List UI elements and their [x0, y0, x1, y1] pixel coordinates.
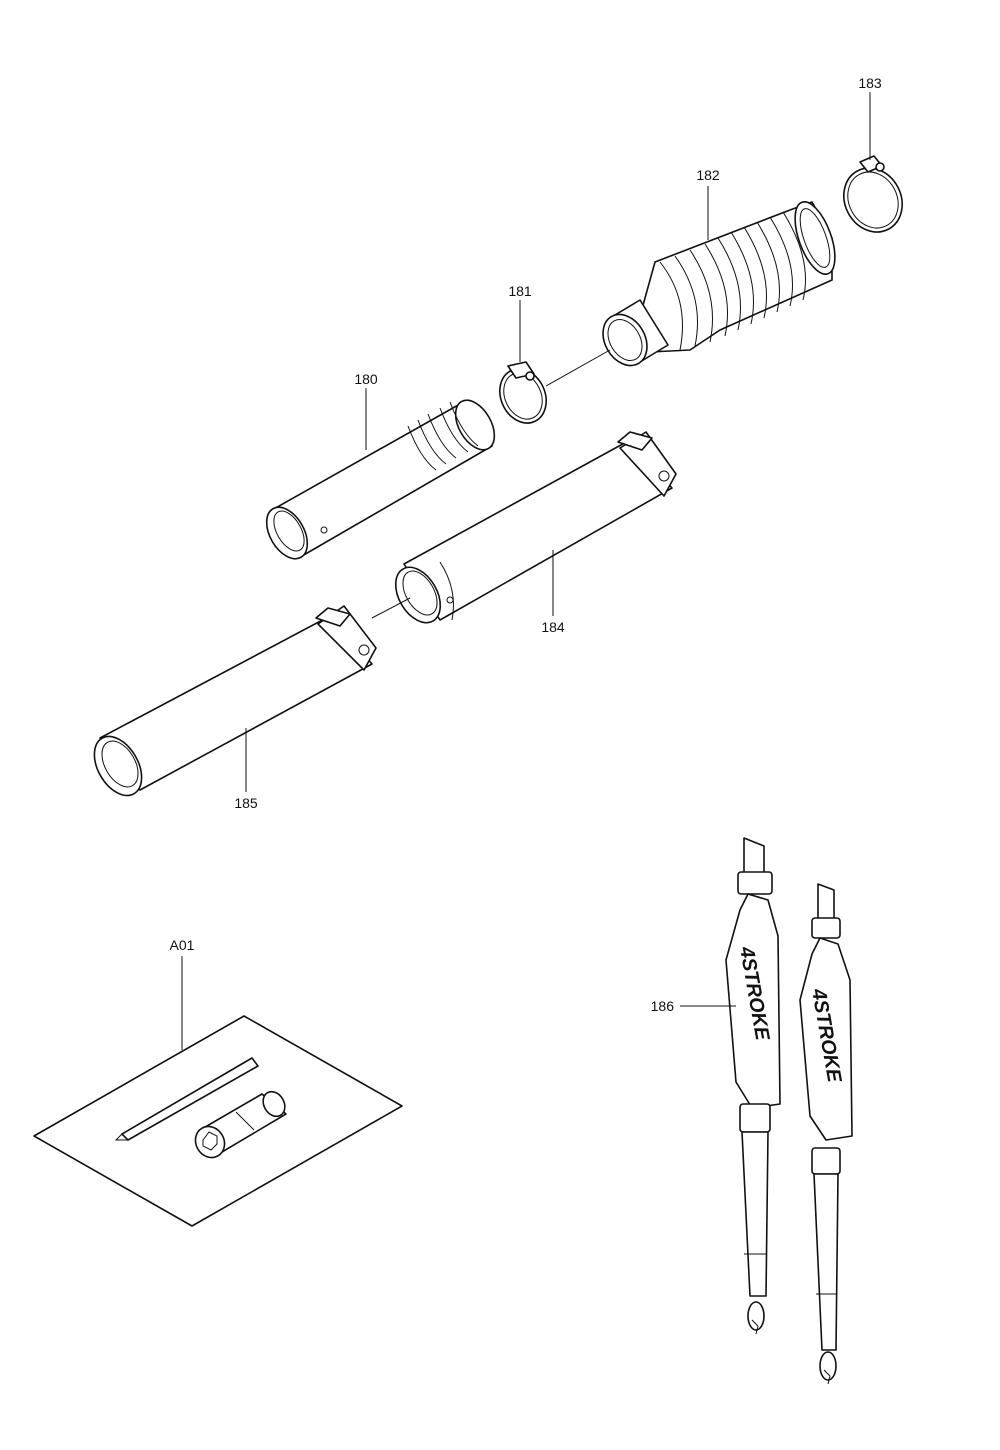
- label-181: 181: [508, 283, 532, 299]
- label-180: 180: [354, 371, 378, 387]
- pipe-185[interactable]: [85, 605, 377, 804]
- pipe-180[interactable]: [258, 394, 502, 566]
- shoulder-strap-186[interactable]: 4STROKE 4STROKE: [725, 837, 853, 1385]
- label-186: 186: [651, 998, 675, 1014]
- hose-clamp-183[interactable]: [833, 155, 913, 242]
- label-a01: A01: [170, 937, 195, 953]
- label-184: 184: [541, 619, 565, 635]
- hose-clamp-181[interactable]: [491, 361, 555, 430]
- connector-181-182: [545, 349, 611, 387]
- pipe-184[interactable]: [387, 431, 677, 630]
- connector-184-185: [371, 597, 411, 619]
- flex-bellows-182[interactable]: [594, 197, 843, 374]
- label-185: 185: [234, 795, 258, 811]
- label-182: 182: [696, 167, 720, 183]
- tool-kit-a01[interactable]: [33, 1015, 403, 1227]
- label-183: 183: [858, 75, 882, 91]
